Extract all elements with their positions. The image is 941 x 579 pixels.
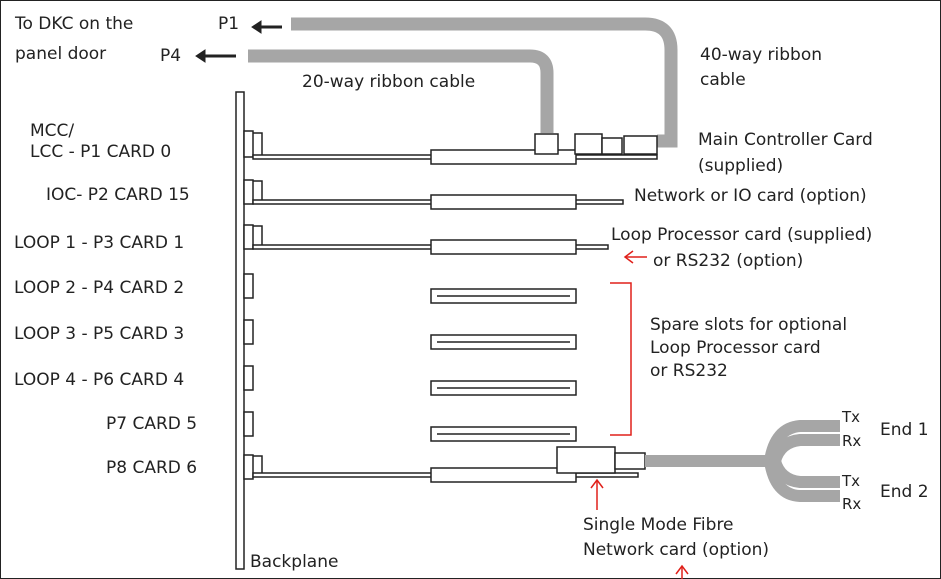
- dkc-label-line1: To DKC on the: [15, 14, 134, 34]
- slot-label-card5: P7 CARD 5: [106, 414, 198, 434]
- slot-label-card6: P8 CARD 6: [106, 458, 198, 478]
- fibre-tx2-label: Tx: [842, 472, 861, 490]
- ribbon-40way-label-line2: cable: [700, 70, 746, 90]
- slot-label-card1: LOOP 1 - P3 CARD 1: [14, 233, 185, 253]
- p1-label: P1: [218, 14, 240, 34]
- loop-card-label-line2: or RS232 (option): [653, 251, 804, 271]
- fibre-rx2-label: Rx: [842, 495, 862, 513]
- backplane-label: Backplane: [250, 552, 339, 572]
- ribbon-cable-20way: [248, 49, 554, 133]
- red-markers: [590, 250, 689, 579]
- fibre-end2-label: End 2: [880, 482, 929, 502]
- network-card-label: Network or IO card (option): [634, 186, 867, 206]
- slot-label-card4: LOOP 4 - P6 CARD 4: [14, 370, 185, 390]
- ribbon-cables: [248, 17, 678, 148]
- mcc-headers: [534, 133, 658, 155]
- slot-label-card15: IOC- P2 CARD 15: [46, 185, 190, 205]
- ribbon-20way-label: 20-way ribbon cable: [302, 72, 476, 92]
- main-controller-label-line1: Main Controller Card: [698, 130, 873, 150]
- populated-cards: [252, 132, 658, 478]
- fibre-rx1-label: Rx: [842, 432, 862, 450]
- spare-slots-label-line1: Spare slots for optional: [650, 315, 848, 335]
- ribbon-cable-40way: [291, 17, 678, 148]
- fibre-card-label-line1: Single Mode Fibre: [583, 515, 734, 535]
- main-controller-label-line2: (supplied): [698, 156, 784, 176]
- fibre-connector: [614, 452, 646, 470]
- slot-sockets: [430, 149, 577, 483]
- fibre-card-module: [556, 446, 616, 474]
- fibre-end1-label: End 1: [880, 420, 929, 440]
- fibre-card-label-line2: Network card (option): [583, 540, 770, 560]
- ribbon-40way-label-line1: 40-way ribbon: [700, 45, 823, 65]
- loop-card-label-line1: Loop Processor card (supplied): [611, 225, 873, 245]
- fibre-tx1-label: Tx: [842, 408, 861, 426]
- spare-slots-label-line2: Loop Processor card: [650, 338, 821, 358]
- arrows-black: [195, 20, 282, 63]
- backplane-bar: [235, 91, 245, 570]
- spare-slots-label-line3: or RS232: [650, 361, 728, 381]
- fibre-cable: [645, 420, 840, 502]
- slot-label-card2: LOOP 2 - P4 CARD 2: [14, 278, 185, 298]
- slot-label-card0: LCC - P1 CARD 0: [30, 142, 172, 162]
- slot-label-card3: LOOP 3 - P5 CARD 3: [14, 324, 185, 344]
- backplane-connectors: [243, 130, 254, 480]
- dkc-label-line2: panel door: [15, 44, 107, 64]
- p4-label: P4: [160, 46, 182, 66]
- empty-slot-keys: [437, 295, 570, 435]
- slot-label-mcc: MCC/: [30, 121, 75, 141]
